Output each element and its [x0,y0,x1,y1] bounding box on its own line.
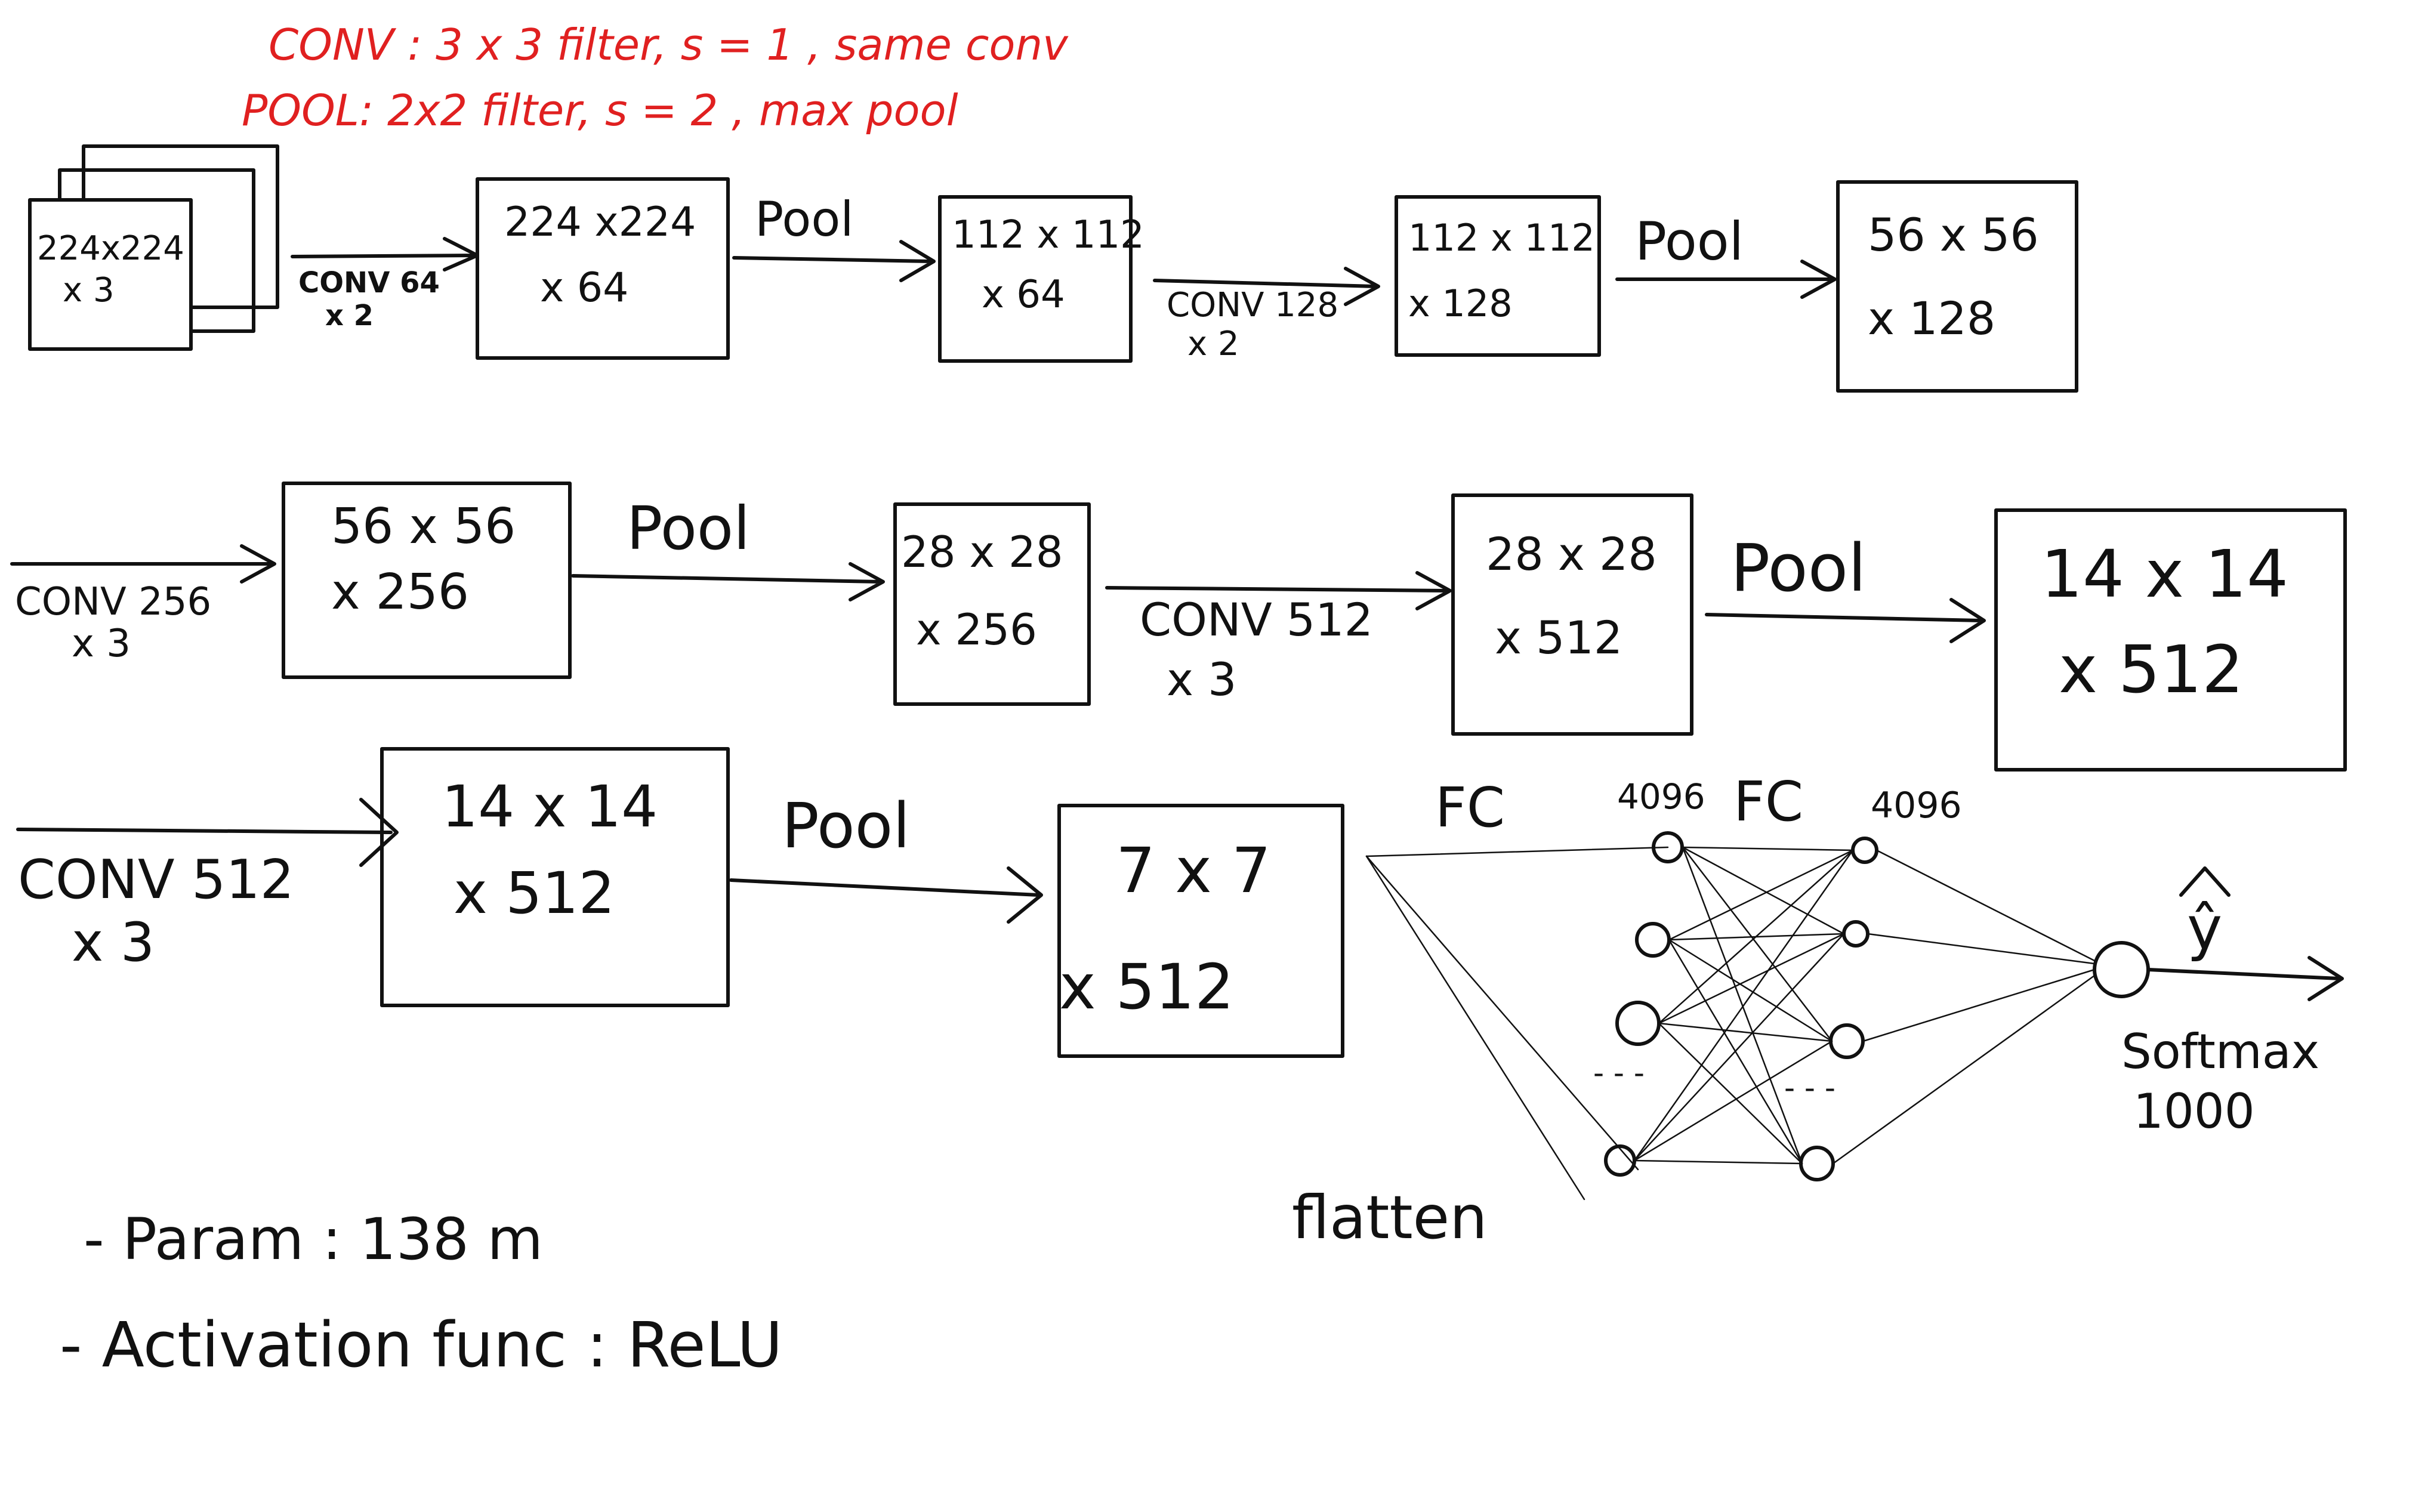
conv256-arrow: CONV 256 x 3 [10,544,276,666]
fc1-dots: - - - [1593,1056,1645,1090]
pool-arrow-5: Pool [729,789,1043,924]
softmax-units: 1000 [2133,1084,2255,1139]
fc1-to-fc2-connections [1633,846,1854,1165]
block9-size: 14 x 14 [442,773,658,840]
output-node [2093,941,2150,998]
block-56x56x128: 56 x 56 x 128 [1836,180,2078,393]
softmax-label: Softmax [2121,1024,2319,1079]
pool-arrow-4: Pool [1705,530,1986,643]
conv512b-label: CONV 512 [18,848,294,911]
input-channels: x 3 [63,271,115,310]
activation-note: - Activation func : ReLU [60,1309,783,1381]
block-56x56x256: 56 x 56 x 256 [282,482,572,679]
block3-channels: x 128 [1408,282,1513,325]
block8-channels: x 512 [2059,631,2244,708]
block8-size: 14 x 14 [2041,536,2288,612]
block10-channels: x 512 [1059,951,1234,1023]
fc2-to-output-connections [1832,849,2096,1165]
block9-channels: x 512 [454,860,615,927]
output-arrow: ŷ [2146,866,2344,1001]
fc2-dots: - - - [1784,1070,1835,1105]
conv512-arrow-2: CONV 512 x 3 [16,798,399,974]
fc2-label: FC [1733,770,1803,834]
pool2-label: Pool [1635,211,1744,272]
conv64-repeat: x 2 [325,299,374,332]
conv256-repeat: x 3 [72,622,131,666]
block2-channels: x 64 [982,273,1065,317]
conv256-label: CONV 256 [15,580,211,624]
pool1-label: Pool [755,192,854,247]
block2-size: 112 x 112 [952,213,1144,257]
block6-channels: x 256 [916,604,1037,655]
fc1-label: FC [1435,776,1505,840]
fc2-nodes: - - - [1784,837,1878,1181]
block3-size: 112 x 112 [1408,216,1595,260]
block-14x14x512-a: 14 x 14 x 512 [1994,508,2347,772]
pool4-label: Pool [1730,530,1867,606]
flatten-connections [1365,846,1669,1201]
fc2-node-4 [1799,1146,1835,1181]
fc2-units: 4096 [1871,785,1962,826]
fc1-node-2 [1635,922,1671,958]
block-14x14x512-b: 14 x 14 x 512 [380,747,730,1007]
block4-size: 56 x 56 [1868,208,2039,261]
block-112x112x64: 112 x 112 x 64 [938,195,1144,363]
block6-size: 28 x 28 [901,527,1063,577]
pool-arrow-3: Pool [571,493,885,601]
pool-arrow-1: Pool [732,192,936,282]
pool5-label: Pool [782,789,910,862]
block4-channels: x 128 [1868,292,1995,345]
input-size: 224x224 [37,229,184,268]
pool-arrow-2: Pool [1615,211,1837,299]
conv512a-label: CONV 512 [1140,593,1373,646]
block1-size: 224 x224 [504,199,696,246]
conv64-label: CONV 64 [298,266,440,300]
pool-note: POOL: 2x2 filter, s = 2 , max pool [242,85,958,135]
flatten-label: flatten [1292,1183,1488,1252]
block-7x7x512: 7 x 7 x 512 [1057,804,1344,1058]
params-note: - Param : 138 m [84,1206,543,1273]
fc1-units: 4096 [1617,776,1705,817]
pool3-label: Pool [627,493,750,563]
fc2-node-3 [1829,1023,1865,1059]
block1-channels: x 64 [540,264,628,311]
block10-size: 7 x 7 [1116,834,1271,907]
conv128-repeat: x 2 [1187,325,1239,363]
block5-size: 56 x 56 [331,498,516,555]
block-224x224x64: 224 x224 x 64 [476,177,730,360]
block7-channels: x 512 [1495,611,1622,664]
conv128-arrow: CONV 128 x 2 [1153,267,1380,363]
output-symbol: ŷ [2187,893,2222,963]
input-volume: 224x224 x 3 [28,144,279,351]
y-hat-caret [2179,866,2231,897]
block-112x112x128: 112 x 112 x 128 [1395,195,1601,357]
conv128-label: CONV 128 [1167,286,1338,325]
block-28x28x512: 28 x 28 x 512 [1451,493,1693,736]
fc1-node-3 [1615,1001,1661,1046]
conv-note: CONV : 3 x 3 filter, s = 1 , same conv [269,20,1069,70]
block5-channels: x 256 [331,564,469,621]
conv64-arrow: CONV 64 x 2 [291,237,479,332]
block-28x28x256: 28 x 28 x 256 [893,502,1091,706]
conv512b-repeat: x 3 [72,911,155,974]
conv512a-repeat: x 3 [1167,653,1237,706]
fc2-node-2 [1842,920,1870,948]
fc2-node-1 [1851,837,1878,864]
conv512-arrow-1: CONV 512 x 3 [1105,571,1452,706]
block7-size: 28 x 28 [1486,527,1657,581]
